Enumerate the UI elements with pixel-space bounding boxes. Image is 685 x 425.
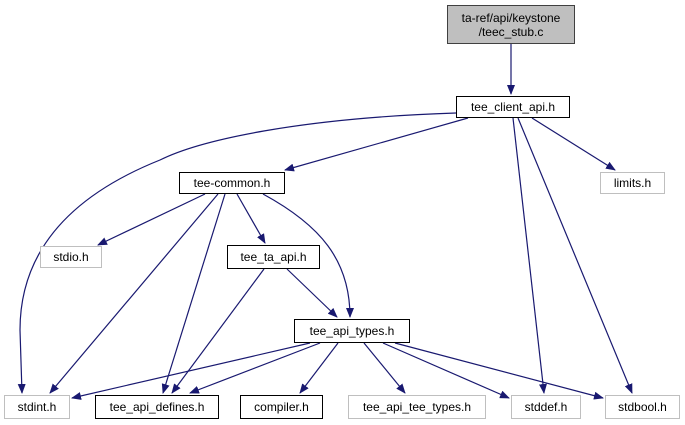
node-compiler-h[interactable]: compiler.h <box>240 395 323 419</box>
node-label: stdint.h <box>17 400 57 414</box>
node-tee-client-api-h[interactable]: tee_client_api.h <box>456 96 570 118</box>
node-label: tee_ta_api.h <box>240 250 307 264</box>
node-tee-common-h[interactable]: tee-common.h <box>179 172 285 194</box>
node-label: tee_api_tee_types.h <box>362 400 472 414</box>
edge-tee_common-to-stdint <box>49 193 219 394</box>
edge-tee_ta_api-to-tee_api_types <box>286 268 338 318</box>
edge-tee_common-to-stdio <box>97 193 206 246</box>
node-label: ta-ref/api/keystone /teec_stub.c <box>462 11 561 39</box>
node-label: limits.h <box>613 176 652 190</box>
node-tee-api-defines-h[interactable]: tee_api_defines.h <box>95 395 219 419</box>
node-tee-api-tee-types-h[interactable]: tee_api_tee_types.h <box>348 395 486 419</box>
node-tee-ta-api-h[interactable]: tee_ta_api.h <box>227 245 320 269</box>
node-label-line: /teec_stub.c <box>478 24 544 39</box>
edge-tee_client_api-to-stddef <box>512 117 547 394</box>
node-label: tee-common.h <box>193 176 271 190</box>
node-label: stdio.h <box>53 250 89 264</box>
node-label: tee_api_types.h <box>309 324 395 338</box>
edge-tee_api_types-to-stddef <box>382 342 510 399</box>
edge-tee_api_types-to-tee_api_tee_types <box>363 342 406 394</box>
edge-tee_common-to-tee_api_defines <box>161 193 226 394</box>
edge-tee_api_types-to-stdint <box>71 342 311 400</box>
edge-tee_common-to-tee_ta_api <box>236 193 266 244</box>
edge-tee_api_types-to-stdbool <box>394 342 604 400</box>
edge-tee_client_api-to-tee_common <box>284 117 469 172</box>
edge-tee_common-to-tee_api_types <box>262 193 354 318</box>
node-stddef-h[interactable]: stddef.h <box>511 395 581 419</box>
node-label: tee_client_api.h <box>470 100 556 114</box>
node-label: compiler.h <box>254 400 309 414</box>
edge-tee_client_api-to-limits <box>531 117 616 171</box>
node-tee-api-types-h[interactable]: tee_api_types.h <box>294 319 410 343</box>
node-stdio-h[interactable]: stdio.h <box>40 246 102 268</box>
edge-tee_client_api-to-stdbool <box>517 117 633 394</box>
edge-tee_client_api-to-stdint <box>17 112 457 394</box>
node-limits-h[interactable]: limits.h <box>600 172 665 194</box>
edge-tee_api_types-to-tee_api_defines <box>189 342 321 394</box>
node-label: stddef.h <box>524 400 568 414</box>
node-label-line: ta-ref/api/keystone <box>461 10 561 25</box>
edge-tee_ta_api-to-tee_api_defines <box>171 268 265 394</box>
node-stdint-h[interactable]: stdint.h <box>4 395 70 419</box>
edge-tee_api_types-to-compiler <box>299 342 339 394</box>
node-stdbool-h[interactable]: stdbool.h <box>605 395 680 419</box>
node-teec-stub-c[interactable]: ta-ref/api/keystone /teec_stub.c <box>447 5 575 44</box>
node-label: stdbool.h <box>618 400 667 414</box>
node-label: tee_api_defines.h <box>109 400 205 414</box>
